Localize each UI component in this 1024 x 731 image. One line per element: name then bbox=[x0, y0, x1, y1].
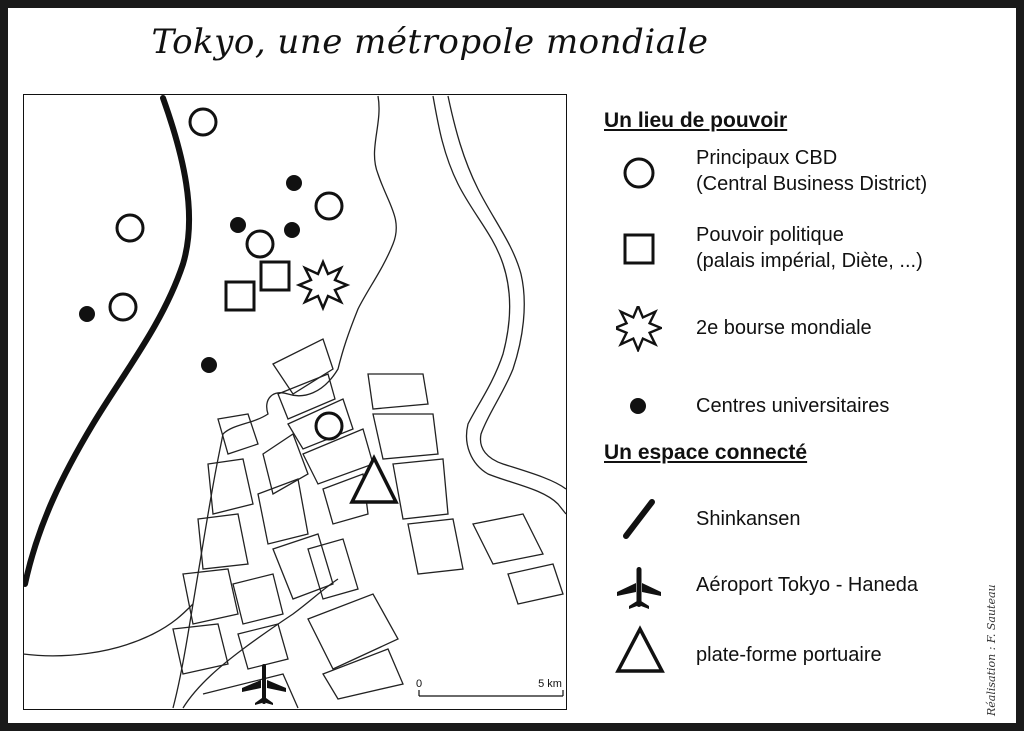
shinkansen-line bbox=[23, 95, 193, 587]
political-marker bbox=[224, 280, 256, 312]
stock-exchange-marker bbox=[295, 258, 351, 312]
legend-section-connected: Un espace connecté bbox=[604, 441, 808, 464]
legend-university-symbol bbox=[630, 398, 646, 414]
airport-legend-icon bbox=[617, 567, 661, 609]
university-marker bbox=[286, 175, 302, 191]
port-marker bbox=[349, 454, 399, 504]
university-marker bbox=[284, 222, 300, 238]
legend-shinkansen-label: Shinkansen bbox=[696, 508, 801, 530]
scale-bar: 0 5 km bbox=[416, 678, 564, 697]
political-marker bbox=[259, 260, 291, 292]
legend-stock-exchange-label: 2e bourse mondiale bbox=[696, 317, 872, 339]
airport-icon bbox=[242, 664, 286, 705]
legend-political-symbol bbox=[623, 233, 655, 265]
legend-university-label: Centres universitaires bbox=[696, 395, 890, 417]
legend-section-power: Un lieu de pouvoir bbox=[604, 109, 788, 132]
cbd-marker bbox=[188, 107, 218, 137]
map-area: 0 5 km bbox=[23, 94, 567, 710]
cbd-marker bbox=[108, 292, 138, 322]
legend-port-symbol bbox=[615, 625, 665, 673]
university-marker bbox=[79, 306, 95, 322]
coastline-lines bbox=[23, 95, 567, 709]
legend-shinkansen-symbol bbox=[623, 499, 655, 539]
legend-port-label: plate-forme portuaire bbox=[696, 644, 882, 666]
scale-end: 5 km bbox=[538, 678, 562, 690]
map-credit: Réalisation : F. Sauteau bbox=[985, 584, 998, 716]
cbd-marker bbox=[245, 229, 275, 259]
legend-stock-exchange-symbol bbox=[616, 306, 662, 352]
university-marker bbox=[201, 357, 217, 373]
map-title: Tokyo, une métropole mondiale bbox=[151, 22, 709, 62]
legend-airport-label: Aéroport Tokyo - Haneda bbox=[696, 574, 918, 596]
university-marker bbox=[230, 217, 246, 233]
map-border bbox=[23, 94, 567, 710]
scale-start: 0 bbox=[416, 678, 422, 690]
cbd-marker bbox=[115, 213, 145, 243]
cbd-marker bbox=[314, 191, 344, 221]
legend-political-label: Pouvoir politique (palais impérial, Dièt… bbox=[696, 224, 923, 272]
legend-cbd-label: Principaux CBD (Central Business Distric… bbox=[696, 147, 928, 195]
cbd-marker bbox=[314, 411, 344, 441]
legend-cbd-symbol bbox=[623, 157, 655, 189]
